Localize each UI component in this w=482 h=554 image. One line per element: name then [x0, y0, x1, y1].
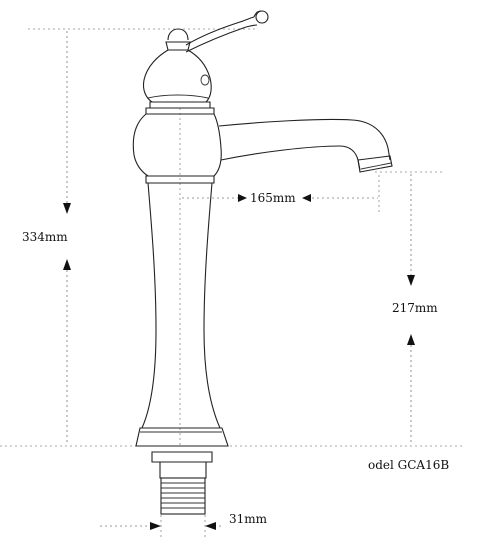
spout-aerator — [357, 155, 393, 173]
reach-arrow-left — [302, 194, 311, 202]
handle-lever-top — [185, 16, 255, 46]
shank-body — [160, 477, 206, 515]
bonnet-line — [147, 94, 209, 99]
threaded-shank — [160, 477, 206, 515]
thread-arrow-right — [150, 522, 161, 530]
cap-top — [167, 28, 189, 41]
shank-upper — [159, 461, 207, 479]
base-flange — [135, 427, 229, 447]
handle-lever-bottom — [185, 24, 258, 53]
model-label: odel GCA16B — [368, 458, 449, 472]
body-ring — [145, 175, 215, 184]
mounting-nut — [151, 451, 213, 463]
handle-knob — [255, 10, 269, 24]
bonnet-boss — [200, 74, 210, 86]
faucet-outline — [132, 10, 393, 515]
spout-height-arrow-up — [407, 334, 415, 345]
thread-label: 31mm — [229, 512, 268, 526]
bonnet-ring — [149, 101, 211, 109]
spout-bottom — [220, 145, 361, 171]
reach-arrow-right — [238, 194, 247, 202]
thread-arrow-left — [205, 522, 216, 530]
height-arrow-down — [63, 203, 71, 214]
height-label: 334mm — [22, 230, 68, 244]
column-left — [141, 182, 157, 429]
bonnet — [142, 49, 212, 103]
spout-top — [218, 118, 391, 161]
cap-collar — [165, 41, 191, 51]
column-right — [203, 182, 221, 429]
spout-height-arrow-down — [407, 275, 415, 286]
spout-height-label: 217mm — [392, 301, 438, 315]
height-arrow-up — [63, 259, 71, 270]
reach-label: 165mm — [250, 191, 296, 205]
spout-aerator-line — [360, 162, 392, 170]
handle-knob-neck — [253, 10, 263, 18]
valve-body — [132, 113, 222, 177]
